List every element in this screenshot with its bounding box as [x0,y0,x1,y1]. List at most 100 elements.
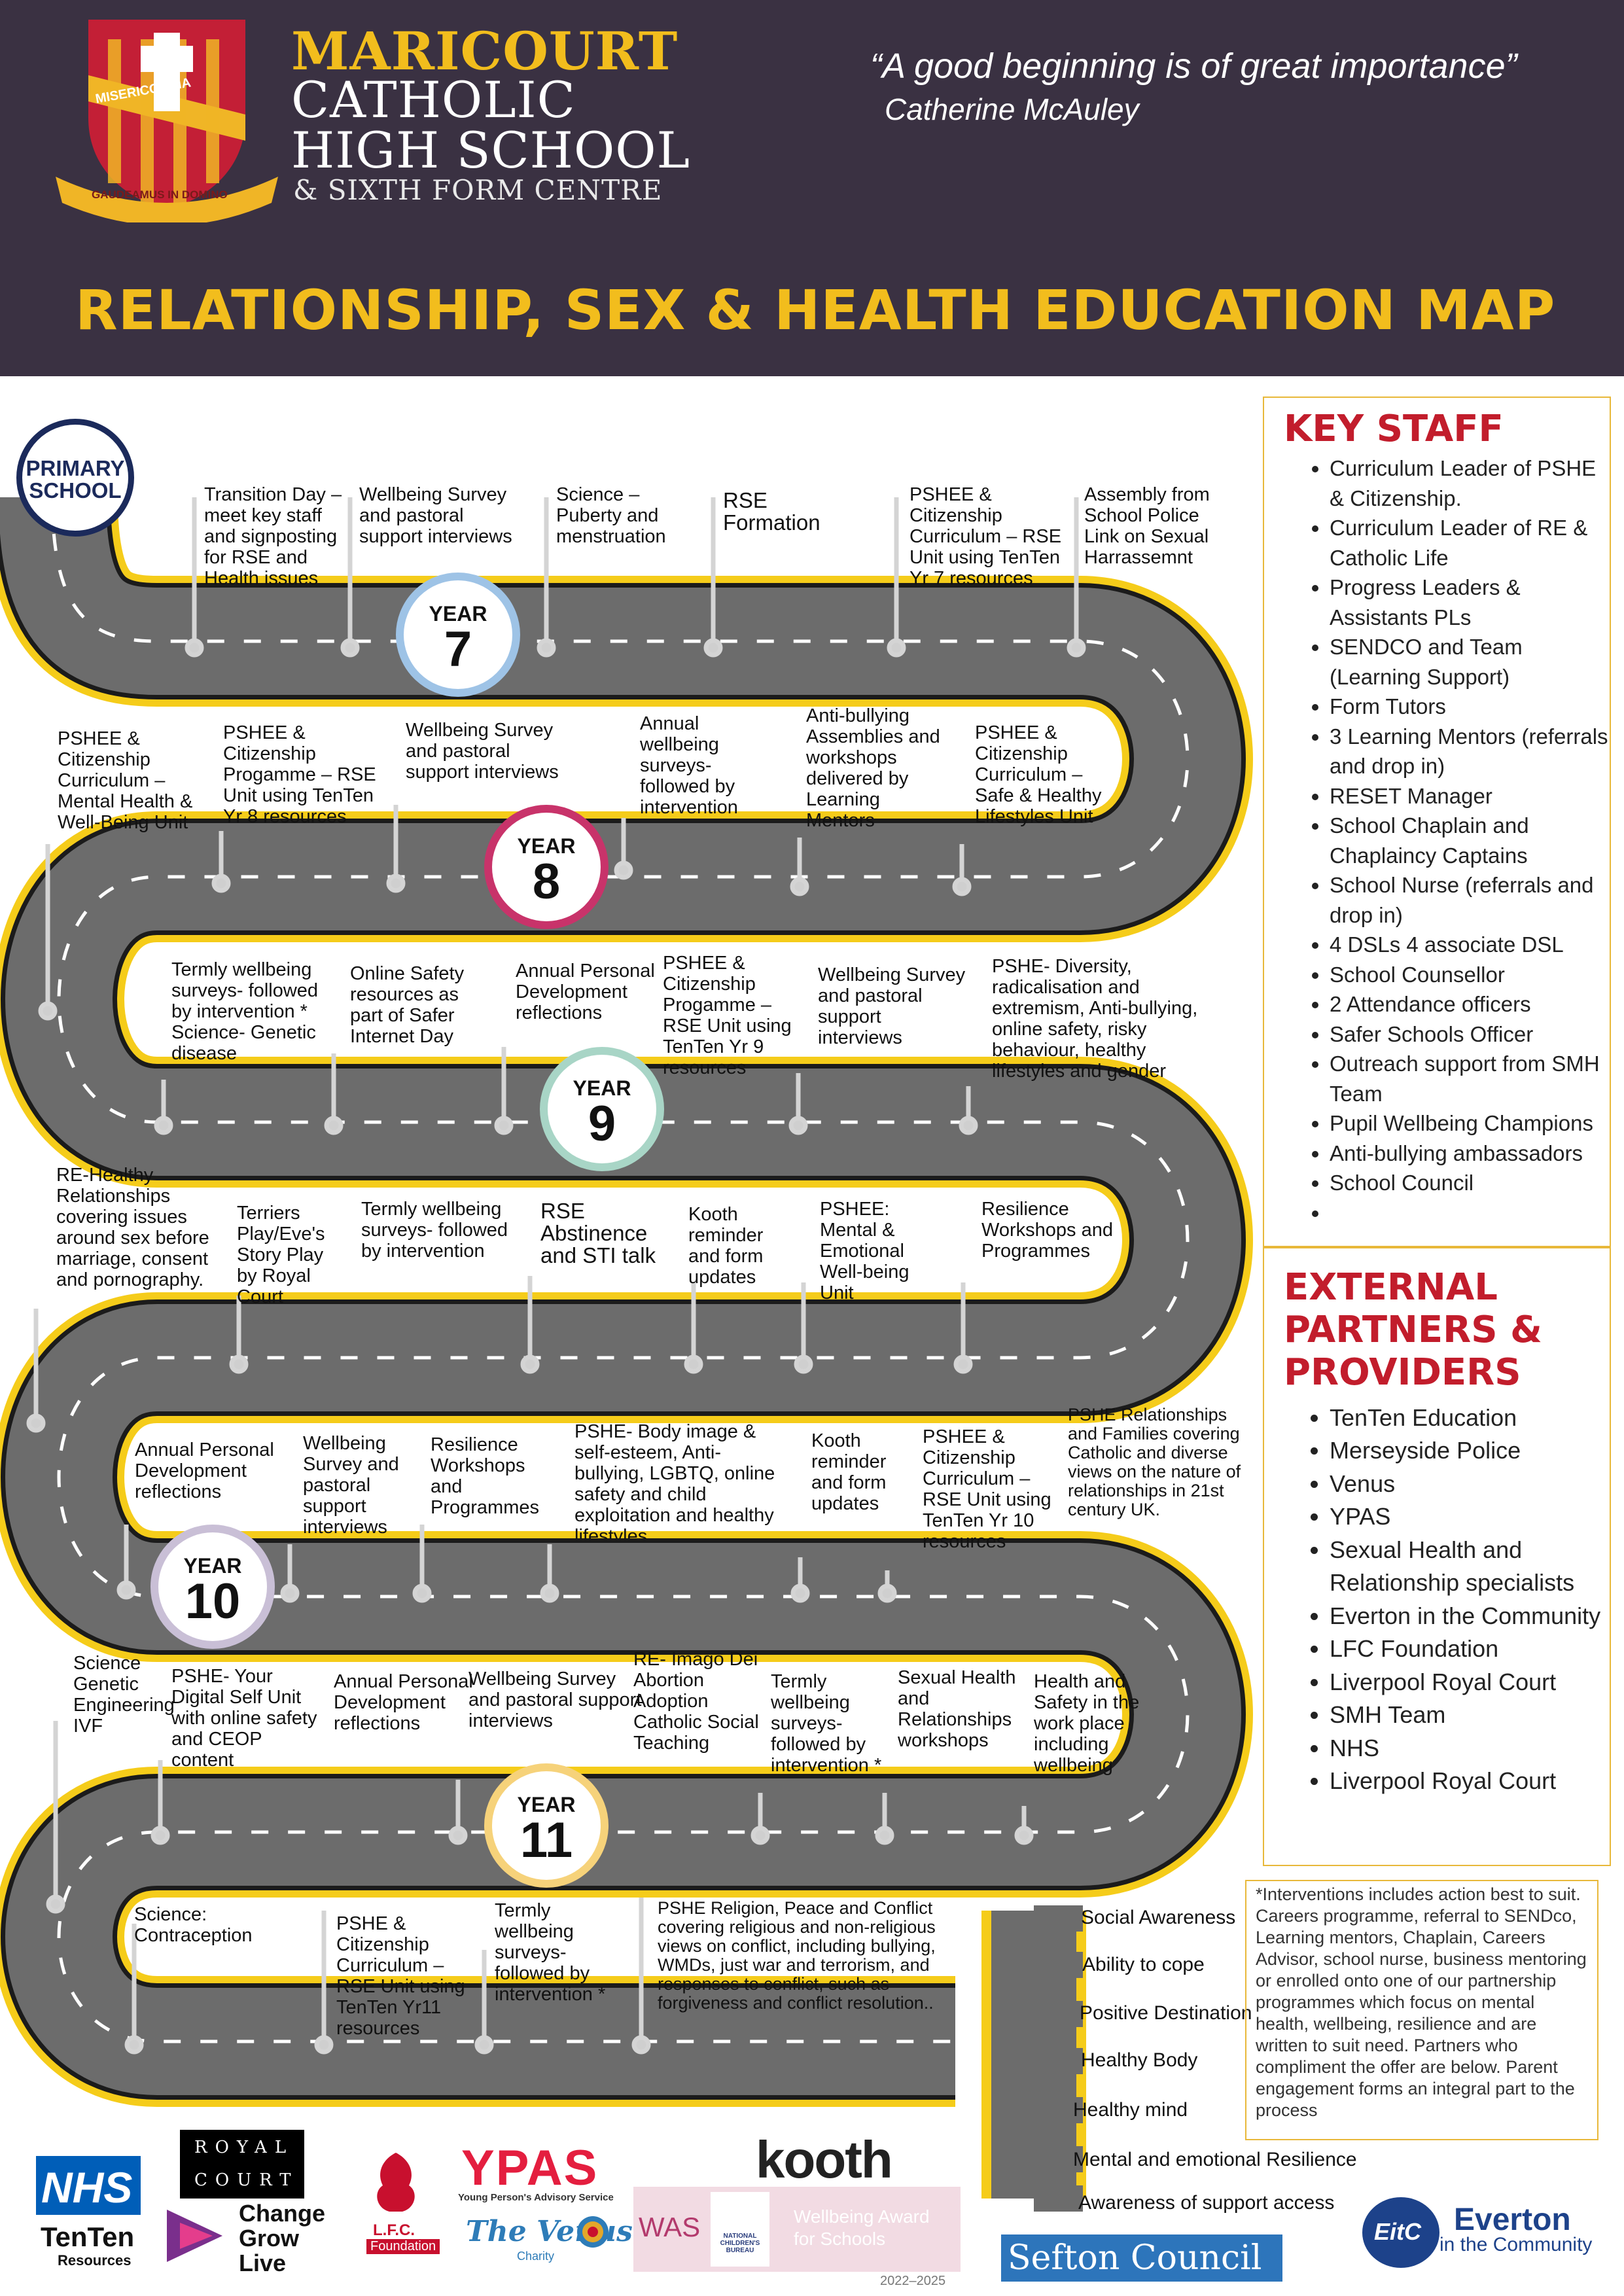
cgl-line3: Live [239,2250,287,2276]
partner-item: Liverpool Royal Court [1330,1765,1610,1798]
key-staff-item: 2 Attendance officers [1330,989,1610,1019]
year-11-label: YEAR [517,1793,576,1816]
milestone-label: Anti-bullying Assemblies and workshops d… [806,705,940,831]
milestone-label: RE-Healthy Relationships covering issues… [56,1165,209,1290]
venus-target-icon [577,2216,609,2248]
ncb-logo: NATIONAL CHILDREN'S BUREAU [711,2192,769,2267]
milestone-label: Termly wellbeing surveys- followed by in… [171,959,319,1064]
key-staff-item: School Chaplain and Chaplaincy Captains [1330,811,1610,870]
royal-court-line2: COURT [194,2170,299,2190]
lfc-logo-text: L.F.C. [373,2221,415,2239]
partners-title-line3: PROVIDERS [1284,1351,1521,1394]
milestone-label: Terriers Play/Eve's Story Play by Royal … [237,1203,325,1307]
partner-item: Everton in the Community [1330,1600,1610,1633]
ypas-logo: YPAS [461,2140,599,2196]
partners-list: TenTen EducationMerseyside PoliceVenusYP… [1284,1402,1610,1798]
year-8-label: YEAR [517,834,576,858]
outcome-healthy-mind: Healthy mind [1073,2099,1188,2121]
partner-item: NHS [1330,1732,1610,1765]
everton-logo: Everton [1454,2202,1571,2237]
school-name-line1: MARICOURT [291,20,679,82]
partner-item: LFC Foundation [1330,1633,1610,1666]
outcome-resilience: Mental and emotional Resilience [1073,2149,1357,2170]
nhs-logo-text: NHS [41,2163,133,2212]
milestone-label: RE- Imago Dei Abortion Adoption Catholic… [633,1649,759,1754]
milestone-label: Online Safety resources as part of Safer… [350,963,465,1047]
key-staff-item: Anti-bullying ambassadors [1330,1139,1610,1169]
key-staff-item: School Nurse (referrals and drop in) [1330,870,1610,930]
partner-item: Venus [1330,1468,1610,1501]
key-staff-item: Safer Schools Officer [1330,1019,1610,1050]
award-line1: Wellbeing Award [794,2206,930,2227]
milestone-label: PSHEE & Citizenship Curriculum – Safe & … [975,722,1102,827]
milestone-label: Science – Puberty and menstruation [556,484,666,547]
year-11-number: 11 [520,1812,573,1868]
milestone-label: Annual wellbeing surveys- followed by in… [640,713,738,818]
milestone-label: Transition Day – meet key staff and sign… [204,484,342,589]
cgl-line1: Change [239,2200,326,2227]
key-staff-item: Curriculum Leader of RE & Catholic Life [1330,513,1610,573]
outcome-spurs [1034,1905,1083,2212]
everton-sub: in the Community [1439,2234,1593,2255]
key-staff-item: School Council [1330,1168,1610,1198]
key-staff-item: 4 DSLs 4 associate DSL [1330,930,1610,960]
milestone-label: Science: Contraception [134,1904,253,1946]
page-title: RELATIONSHIP, SEX & HEALTH EDUCATION MAP [75,278,1556,342]
milestone-label: PSHE Relationships and Families covering… [1068,1405,1241,1519]
milestone-label: Termly wellbeing surveys- followed by in… [361,1199,508,1262]
ypas-sub: Young Person's Advisory Service [458,2192,614,2203]
milestone-label: Annual Personal Development reflections [334,1671,473,1734]
sefton-logo-text: Sefton Council [1008,2238,1262,2278]
milestone-label: Wellbeing Survey and pastoral support in… [406,720,559,783]
key-staff-item: Pupil Wellbeing Champions [1330,1108,1610,1139]
lfc-foundation-text: Foundation [366,2239,440,2254]
primary-school-line1: PRIMARY [26,456,125,480]
year-7-label: YEAR [429,602,487,626]
outcome-support-access: Awareness of support access [1078,2192,1335,2214]
key-staff-item [1330,1198,1610,1228]
primary-school-line2: SCHOOL [29,478,122,503]
milestone-label: Termly wellbeing surveys- followed by in… [495,1900,606,2005]
milestone-label: Resilience Workshops and Programmes [981,1199,1113,1262]
outcome-healthy-body: Healthy Body [1081,2049,1198,2071]
year-8-badge: YEAR 8 [484,805,609,929]
quote-author: Catherine McAuley [885,92,1139,126]
key-staff-item: Form Tutors [1330,692,1610,722]
milestone-label: RSE Abstinence and STI talk [540,1199,656,1267]
year-7-number: 7 [444,622,472,677]
school-name-line3: HIGH SCHOOL [291,121,691,179]
milestone-label: Sexual Health and Relationships workshop… [898,1667,1016,1751]
key-staff-item: SENDCO and Team (Learning Support) [1330,632,1610,692]
partner-item: SMH Team [1330,1699,1610,1732]
school-name-line2: CATHOLIC [291,71,576,129]
partner-item: Liverpool Royal Court [1330,1666,1610,1699]
milestone-label: PSHEE: Mental & Emotional Well-being Uni… [820,1199,909,1303]
lfc-liverbird-icon [377,2153,415,2212]
milestone-pins [26,497,1086,2055]
key-staff-panel: KEY STAFF Curriculum Leader of PSHE & Ci… [1263,397,1611,1247]
outcome-social-awareness: Social Awareness [1081,1907,1236,1928]
venus-sub: Charity [517,2250,555,2263]
outcome-ability-to-cope: Ability to cope [1082,1954,1205,1975]
milestone-label: PSHEE & Citizenship Progamme – RSE Unit … [223,722,376,827]
header-banner: MISERICORDIA GAUDEAMUS IN DOMINO MARICOU… [0,0,1624,376]
key-staff-title: KEY STAFF [1284,408,1504,450]
year-10-badge: YEAR 10 [150,1525,275,1649]
key-staff-item: Progress Leaders & Assistants PLs [1330,573,1610,632]
key-staff-list: Curriculum Leader of PSHE & Citizenship.… [1284,453,1610,1227]
year-10-number: 10 [185,1574,241,1629]
milestone-label: Wellbeing Survey and pastoral support in… [468,1669,642,1731]
year-9-badge: YEAR 9 [540,1047,664,1171]
kooth-logo: kooth [756,2130,893,2189]
milestone-label: PSHE- Diversity, radicalisation and extr… [992,956,1198,1082]
school-name-line4: & SIXTH FORM CENTRE [293,174,663,206]
crest-motto-bottom: GAUDEAMUS IN DOMINO [92,188,228,201]
key-staff-item: 3 Learning Mentors (referrals and drop i… [1330,722,1610,781]
milestone-label: PSHE & Citizenship Curriculum – RSE Unit… [336,1913,465,2039]
milestone-label: Science Genetic Engineering IVF [73,1653,175,1737]
milestone-label: Health and Safety in the work place incl… [1034,1671,1140,1776]
key-staff-item: Outreach support from SMH Team [1330,1049,1610,1108]
milestone-label: Resilience Workshops and Programmes [431,1434,539,1518]
nhs-logo: NHS [36,2156,141,2215]
royal-court-logo: ROYAL COURT [180,2130,304,2199]
